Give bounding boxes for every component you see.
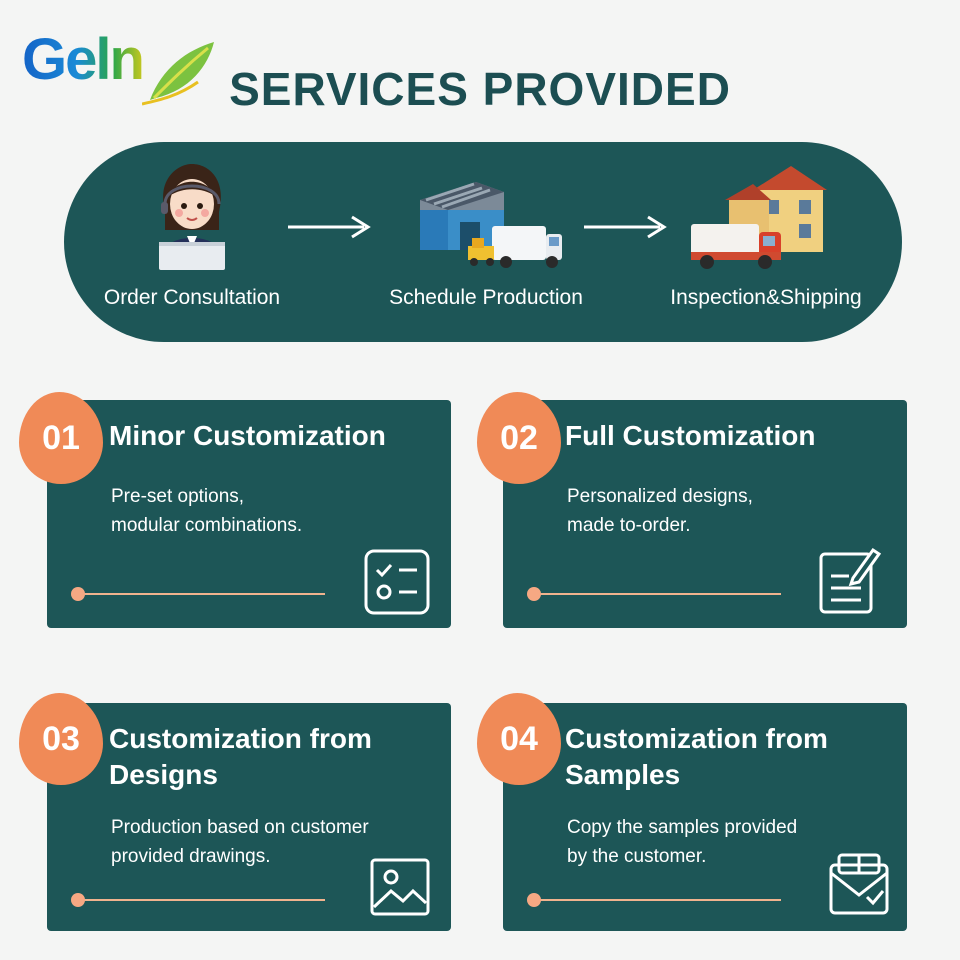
progress-line [527,893,781,907]
image-icon [370,858,430,916]
delivery-house-icon [691,166,827,269]
step-order-consultation: Order Consultation [72,160,312,330]
document-edit-icon [819,547,881,614]
card-description: Personalized designs, made to-order. [567,486,753,536]
service-card-customization-from-samples: 04 Customization from Samples Copy the s… [477,693,907,931]
leaf-icon [142,42,214,106]
step-number-badge: 03 [19,693,103,785]
card-title: Customization from Samples [565,723,828,790]
card-title: Customization from Designs [109,723,372,790]
package-icon [829,853,889,915]
service-card-full-customization: 02 Full Customization Personalized desig… [477,392,907,628]
progress-line [71,587,325,601]
step-number-badge: 01 [19,392,103,484]
logo-text: Geln [22,27,145,92]
progress-dot [71,587,85,601]
card-description: Copy the samples provided by the custome… [567,817,798,867]
step-label: Order Consultation [103,286,281,309]
progress-dot [527,893,541,907]
step-inspection-shipping: Inspection&Shipping [646,160,886,330]
progress-dot [71,893,85,907]
service-card-customization-from-designs: 03 Customization from Designs Production… [19,693,451,931]
step-schedule-production: Schedule Production [366,160,606,330]
card-title: Minor Customization [109,420,386,451]
step-label: Schedule Production [389,286,583,309]
step-number-badge: 02 [477,392,561,484]
card-description: Production based on customer provided dr… [111,817,369,867]
service-card-minor-customization: 01 Minor Customization Pre-set options, … [19,392,451,628]
step-label: Inspection&Shipping [670,286,862,309]
step-number-badge: 04 [477,693,561,785]
page-title: SERVICES PROVIDED [229,63,731,115]
card-description: Pre-set options, modular combinations. [111,486,303,536]
progress-line [71,893,325,907]
arrow-right-icon [584,215,667,239]
card-title: Full Customization [565,420,816,451]
progress-line [527,587,781,601]
consultant-icon [159,164,225,270]
process-strip: Order Consultation Schedule Production [64,142,902,342]
brand-logo: Geln [22,22,222,112]
checklist-icon [364,549,430,615]
arrow-right-icon [288,215,371,239]
factory-truck-icon [420,182,562,268]
progress-dot [527,587,541,601]
